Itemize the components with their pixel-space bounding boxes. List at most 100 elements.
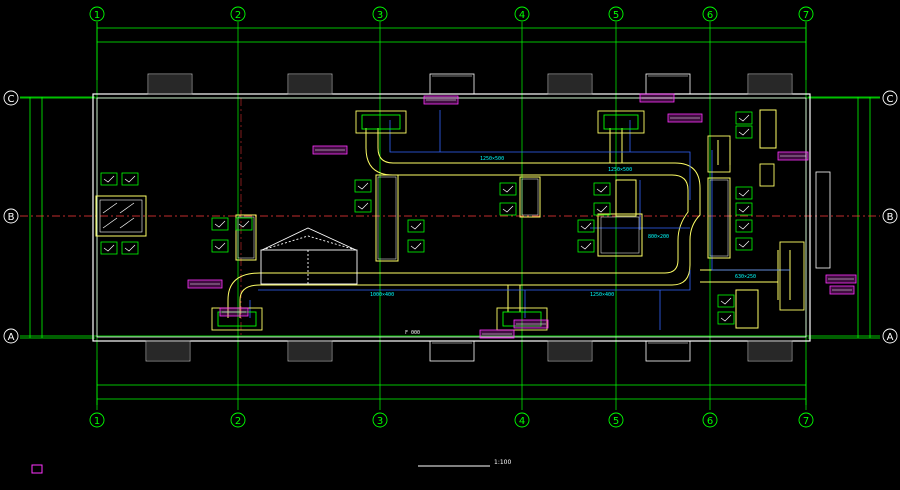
diffuser-frame	[735, 219, 753, 233]
duct-annotation: 800×200	[648, 234, 669, 240]
diffuser-mark	[103, 175, 115, 183]
duct-size-annotations: 1250×500 1250×500 1000×400 1250×400 800×…	[370, 156, 756, 298]
louver-frame	[287, 73, 333, 95]
grid-column-label: 6	[707, 416, 713, 427]
diffuser	[235, 217, 253, 231]
diffuser	[735, 237, 753, 251]
diffuser-frame	[499, 202, 517, 216]
diffuser	[211, 239, 229, 253]
grid-column-label: 6	[707, 10, 713, 21]
duct-annotation: 1250×500	[608, 167, 632, 173]
louver-unit	[287, 73, 333, 95]
diffuser	[717, 311, 735, 325]
cabinet-mark	[102, 217, 118, 229]
louver-frame	[429, 340, 475, 362]
grid-bubble	[514, 412, 530, 428]
diffuser-frame	[577, 219, 595, 233]
grid-column-label: 3	[377, 416, 383, 427]
diffuser	[577, 219, 595, 233]
diffuser	[735, 186, 753, 200]
drawing-scale: 1:100	[494, 459, 511, 466]
equipment-tag	[219, 307, 249, 317]
diffuser-frame	[577, 239, 595, 253]
equipment-tags	[187, 93, 857, 339]
diffuser-frame	[235, 217, 253, 231]
diffuser	[735, 111, 753, 125]
grid-bubble	[89, 6, 105, 22]
diffuser-frame	[100, 241, 118, 255]
equipment-tag	[667, 113, 703, 123]
grid-bubble	[798, 412, 814, 428]
louver-frame	[547, 340, 593, 362]
diffuser-frame	[735, 111, 753, 125]
diffuser-mark	[738, 189, 750, 197]
diffuser-mark	[738, 222, 750, 230]
diffuser	[407, 219, 425, 233]
building-walls	[92, 93, 811, 342]
diffuser-mark	[502, 185, 514, 193]
grid-bubble	[608, 6, 624, 22]
grid-row-label: C	[887, 94, 894, 105]
grid-bubble	[702, 6, 718, 22]
diffuser-frame	[100, 172, 118, 186]
louver-unit	[645, 340, 691, 362]
grid-row-label: B	[8, 212, 15, 223]
diffuser	[577, 239, 595, 253]
grid-row-label: C	[8, 94, 15, 105]
grid-bubble	[230, 412, 246, 428]
floor-diffusers	[100, 111, 753, 325]
louver-frame	[747, 73, 793, 95]
duct-annotation: 1000×400	[370, 292, 394, 298]
equipment-cabinets	[95, 109, 831, 329]
duct-annotation: 1250×400	[590, 292, 614, 298]
grid-bubble	[702, 412, 718, 428]
diffuser	[354, 179, 372, 193]
diffuser	[121, 172, 139, 186]
diffuser-frame	[717, 294, 735, 308]
louver-unit	[429, 340, 475, 362]
exterior-louvers-top	[147, 73, 793, 95]
bottom-dimension-lines	[96, 360, 807, 405]
top-dimension-lines	[96, 22, 807, 80]
diffuser-mark	[720, 314, 732, 322]
diffuser	[593, 202, 611, 216]
equipment-tag	[312, 145, 348, 155]
grid-row-label: A	[8, 332, 15, 343]
diffuser-mark	[214, 220, 226, 228]
diffuser-mark	[238, 220, 250, 228]
diffuser-mark	[738, 240, 750, 248]
cabinet-mark	[119, 202, 135, 214]
louver-frame	[147, 73, 193, 95]
diffuser-frame	[735, 237, 753, 251]
louver-unit	[547, 340, 593, 362]
grid-bubble	[882, 328, 898, 344]
duct-annotation: 1250×500	[480, 156, 504, 162]
grid-bubble	[3, 90, 19, 106]
equipment-tag	[187, 279, 223, 289]
equipment-tag	[513, 319, 549, 329]
diffuser-mark	[214, 242, 226, 250]
louver-unit	[287, 340, 333, 362]
grid-column-label: 3	[377, 10, 383, 21]
grid-bubble	[3, 208, 19, 224]
legend-swatch	[31, 464, 43, 474]
equipment-tag	[777, 151, 809, 161]
diffuser-frame	[593, 182, 611, 196]
diffuser	[211, 217, 229, 231]
grid-column-label: 2	[235, 416, 241, 427]
diffuser-frame	[735, 202, 753, 216]
equipment-tag	[825, 274, 857, 284]
duct-annotation: 630×250	[735, 274, 756, 280]
grid-bubble	[372, 6, 388, 22]
equipment-tag	[423, 95, 459, 105]
diffuser-mark	[357, 202, 369, 210]
diffuser-frame	[211, 217, 229, 231]
diffuser-mark	[580, 242, 592, 250]
grid-column-label: 5	[613, 10, 619, 21]
louver-frame	[645, 73, 691, 95]
grid-bubble	[882, 90, 898, 106]
louver-unit	[547, 73, 593, 95]
louver-unit	[145, 340, 191, 362]
